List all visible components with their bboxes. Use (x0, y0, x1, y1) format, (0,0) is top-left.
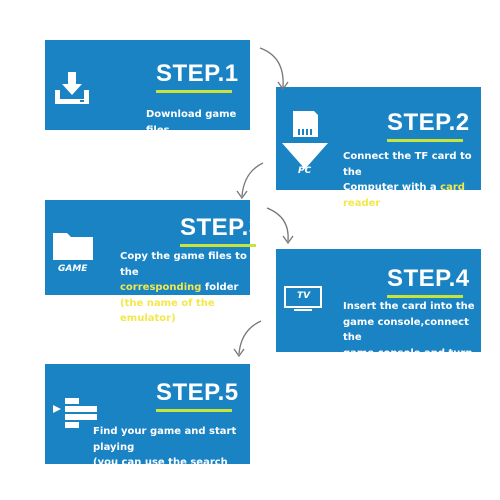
pc-label: PC (298, 166, 312, 176)
arrow-step2-to-step3 (236, 162, 264, 200)
step-4-card: TV STEP.4 Insert the card into the game … (276, 249, 481, 374)
step-5-desc: Find your game and start playing (you ca… (93, 426, 237, 484)
tf-card-icon (290, 109, 320, 144)
card-reader-highlight: card reader (343, 182, 465, 209)
corresponding-highlight: corresponding (120, 282, 202, 293)
step-1-title: STEP.1 (156, 60, 239, 87)
step-2-underline (387, 139, 463, 142)
step-3-card: GAME STEP.3 Copy the game files to the c… (45, 200, 262, 324)
game-label: GAME (58, 264, 88, 274)
step-5-card: STEP.5 Find your game and start playing … (45, 364, 250, 484)
arrow-step3-to-step4 (266, 207, 294, 245)
tv-icon (284, 286, 322, 317)
step-1-underline (156, 90, 232, 93)
step-4-underline (387, 295, 463, 298)
folder-icon (53, 230, 93, 265)
step-4-title: STEP.4 (387, 265, 470, 292)
step-5-underline (156, 409, 232, 412)
step-2-card: PC STEP.2 Connect the TF card to the Com… (276, 87, 481, 209)
download-icon (53, 70, 91, 113)
step-2-title: STEP.2 (387, 109, 470, 136)
step-4-desc: Insert the card into the game console,co… (343, 301, 475, 374)
down-arrow-icon (282, 143, 328, 174)
step-3-title: STEP.3 (180, 214, 263, 241)
step-3-underline (180, 244, 256, 247)
step-3-desc: Copy the game files to the corresponding… (120, 249, 250, 327)
game-menu-icon (51, 396, 99, 435)
tv-label: TV (297, 291, 311, 301)
step-2-desc: Connect the TF card to the Computer with… (343, 151, 472, 209)
step-1-card: STEP.1 Download game files (45, 40, 250, 136)
emulator-name-highlight: (the name of the emulator) (120, 297, 215, 325)
step-5-title: STEP.5 (156, 379, 239, 406)
arrow-step4-to-step5 (233, 320, 262, 358)
step-1-desc: Download game files (146, 109, 237, 136)
arrow-step1-to-step2 (259, 47, 289, 91)
